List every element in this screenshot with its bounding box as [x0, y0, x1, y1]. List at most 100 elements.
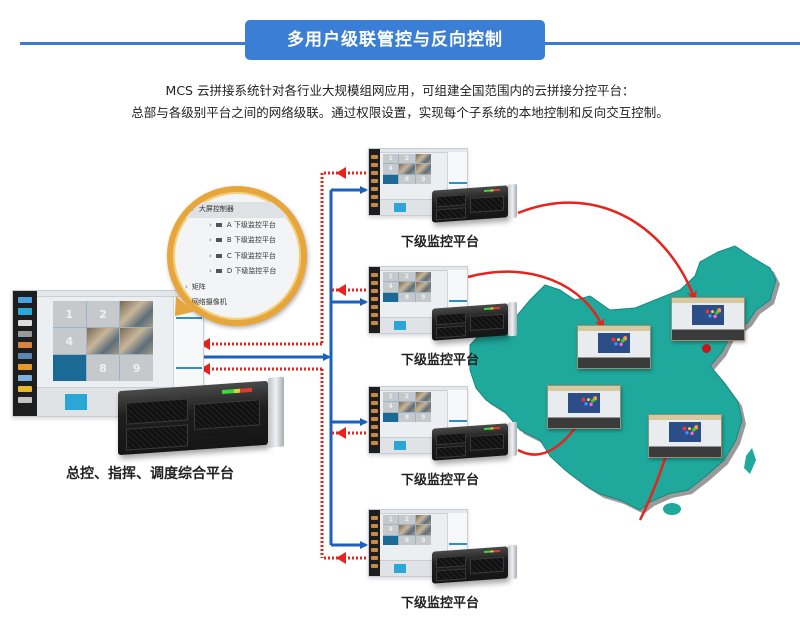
wall-cell[interactable]: 9: [415, 292, 431, 302]
sub-sidebar: [369, 267, 380, 333]
wall-cell[interactable]: 1: [53, 301, 86, 327]
wall-cell[interactable]: 8: [86, 355, 120, 381]
wall-cell[interactable]: 4: [383, 164, 399, 174]
sidebar-icon[interactable]: [371, 540, 378, 544]
tree-item[interactable]: ›C 下级监控平台: [185, 249, 301, 265]
wall-cell[interactable]: 9: [415, 535, 431, 545]
wall-cell[interactable]: [399, 282, 415, 292]
thumbnail-selected[interactable]: [394, 564, 406, 573]
sidebar-icon[interactable]: [371, 417, 378, 421]
wall-cell[interactable]: [415, 392, 431, 402]
server-bay: [126, 398, 188, 425]
sidebar-icon[interactable]: [371, 433, 378, 437]
wall-cell[interactable]: 4: [383, 402, 399, 412]
sidebar-icon[interactable]: [371, 393, 378, 397]
sidebar-camera-icon[interactable]: [17, 331, 33, 337]
wall-cell[interactable]: 8: [399, 174, 415, 184]
sidebar-settings-icon[interactable]: [17, 386, 33, 392]
sub-right-panel: [447, 270, 467, 314]
thumbnail-selected[interactable]: [65, 394, 87, 410]
wall-cell[interactable]: [415, 272, 431, 282]
wall-cell[interactable]: [415, 515, 431, 525]
wall-cell[interactable]: 2: [399, 154, 415, 164]
sidebar-icon[interactable]: [371, 321, 378, 325]
sidebar-icon[interactable]: [371, 297, 378, 301]
sidebar-icon[interactable]: [371, 155, 378, 159]
sidebar-icon[interactable]: [371, 425, 378, 429]
sidebar-icon[interactable]: [371, 441, 378, 445]
sidebar-folder-icon[interactable]: [17, 364, 33, 370]
tree-item[interactable]: ›D 下级监控平台: [185, 264, 301, 280]
wall-cell[interactable]: [383, 292, 399, 302]
sidebar-icon[interactable]: [371, 409, 378, 413]
sidebar-icon[interactable]: [371, 179, 378, 183]
tree-group[interactable]: ›矩阵: [185, 280, 301, 296]
sidebar-icon[interactable]: [371, 289, 378, 293]
wall-cell[interactable]: [383, 535, 399, 545]
video-wall: [568, 393, 600, 414]
sidebar-icon[interactable]: [371, 281, 378, 285]
wall-cell[interactable]: 4: [383, 525, 399, 535]
wall-cell[interactable]: [399, 402, 415, 412]
wall-cell[interactable]: 4: [53, 328, 86, 354]
sidebar-image-icon[interactable]: [17, 342, 33, 348]
sidebar-gear-icon[interactable]: [17, 320, 33, 326]
sidebar-icon[interactable]: [371, 401, 378, 405]
sidebar-icon[interactable]: [371, 305, 378, 309]
wall-cell[interactable]: 9: [120, 355, 153, 381]
wall-cell[interactable]: 1: [383, 392, 399, 402]
tree-group[interactable]: ›网络摄像机: [185, 295, 301, 311]
sidebar-icon[interactable]: [371, 203, 378, 207]
wall-cell[interactable]: [415, 402, 431, 412]
wall-cell[interactable]: [415, 164, 431, 174]
sidebar-icon[interactable]: [371, 163, 378, 167]
wall-cell[interactable]: 2: [86, 301, 120, 327]
wall-cell[interactable]: 8: [399, 535, 415, 545]
wall-cell[interactable]: 1: [383, 272, 399, 282]
sidebar-icon[interactable]: [371, 313, 378, 317]
wall-cell[interactable]: [415, 525, 431, 535]
wall-cell-video[interactable]: [120, 301, 153, 327]
sidebar-window-icon[interactable]: [17, 375, 33, 381]
sidebar-icon[interactable]: [371, 516, 378, 520]
sidebar-icon[interactable]: [371, 564, 378, 568]
thumbnail-selected[interactable]: [394, 441, 406, 450]
wall-cell[interactable]: 8: [399, 412, 415, 422]
sidebar-icon[interactable]: [371, 548, 378, 552]
wall-cell[interactable]: 8: [399, 292, 415, 302]
thumbnail-selected[interactable]: [394, 321, 406, 330]
wall-cell-video[interactable]: [86, 328, 120, 354]
wall-cell[interactable]: [415, 282, 431, 292]
sidebar-icon[interactable]: [371, 556, 378, 560]
sidebar-icon[interactable]: [371, 171, 378, 175]
wall-cell[interactable]: 1: [383, 154, 399, 164]
sidebar-icon[interactable]: [371, 532, 378, 536]
thumbnail-selected[interactable]: [394, 203, 406, 212]
tree-item[interactable]: ›A 下级监控平台: [185, 218, 301, 234]
wall-cell[interactable]: 2: [399, 515, 415, 525]
sidebar-monitor-icon[interactable]: [17, 353, 33, 359]
chevron-right-icon: ›: [209, 251, 212, 260]
wall-cell[interactable]: [399, 164, 415, 174]
wall-cell[interactable]: 9: [415, 174, 431, 184]
sidebar-home-icon[interactable]: [17, 308, 33, 315]
wall-cell[interactable]: 1: [383, 515, 399, 525]
sidebar-icon[interactable]: [371, 273, 378, 277]
wall-cell-video[interactable]: [120, 328, 153, 354]
wall-cell[interactable]: 2: [399, 392, 415, 402]
sidebar-icon[interactable]: [371, 524, 378, 528]
sidebar-icon[interactable]: [371, 187, 378, 191]
tree-root[interactable]: ⌄大屏控制器: [185, 202, 301, 218]
wall-cell[interactable]: 9: [415, 412, 431, 422]
wall-cell-selected[interactable]: [53, 355, 86, 381]
wall-cell[interactable]: 4: [383, 282, 399, 292]
server-side: [268, 377, 284, 448]
wall-cell[interactable]: [383, 174, 399, 184]
wall-cell[interactable]: [399, 525, 415, 535]
wall-cell[interactable]: 2: [399, 272, 415, 282]
sidebar-list-icon[interactable]: [17, 397, 33, 403]
wall-cell[interactable]: [415, 154, 431, 164]
sidebar-icon[interactable]: [371, 195, 378, 199]
wall-cell[interactable]: [383, 412, 399, 422]
tree-item[interactable]: ›B 下级监控平台: [185, 233, 301, 249]
